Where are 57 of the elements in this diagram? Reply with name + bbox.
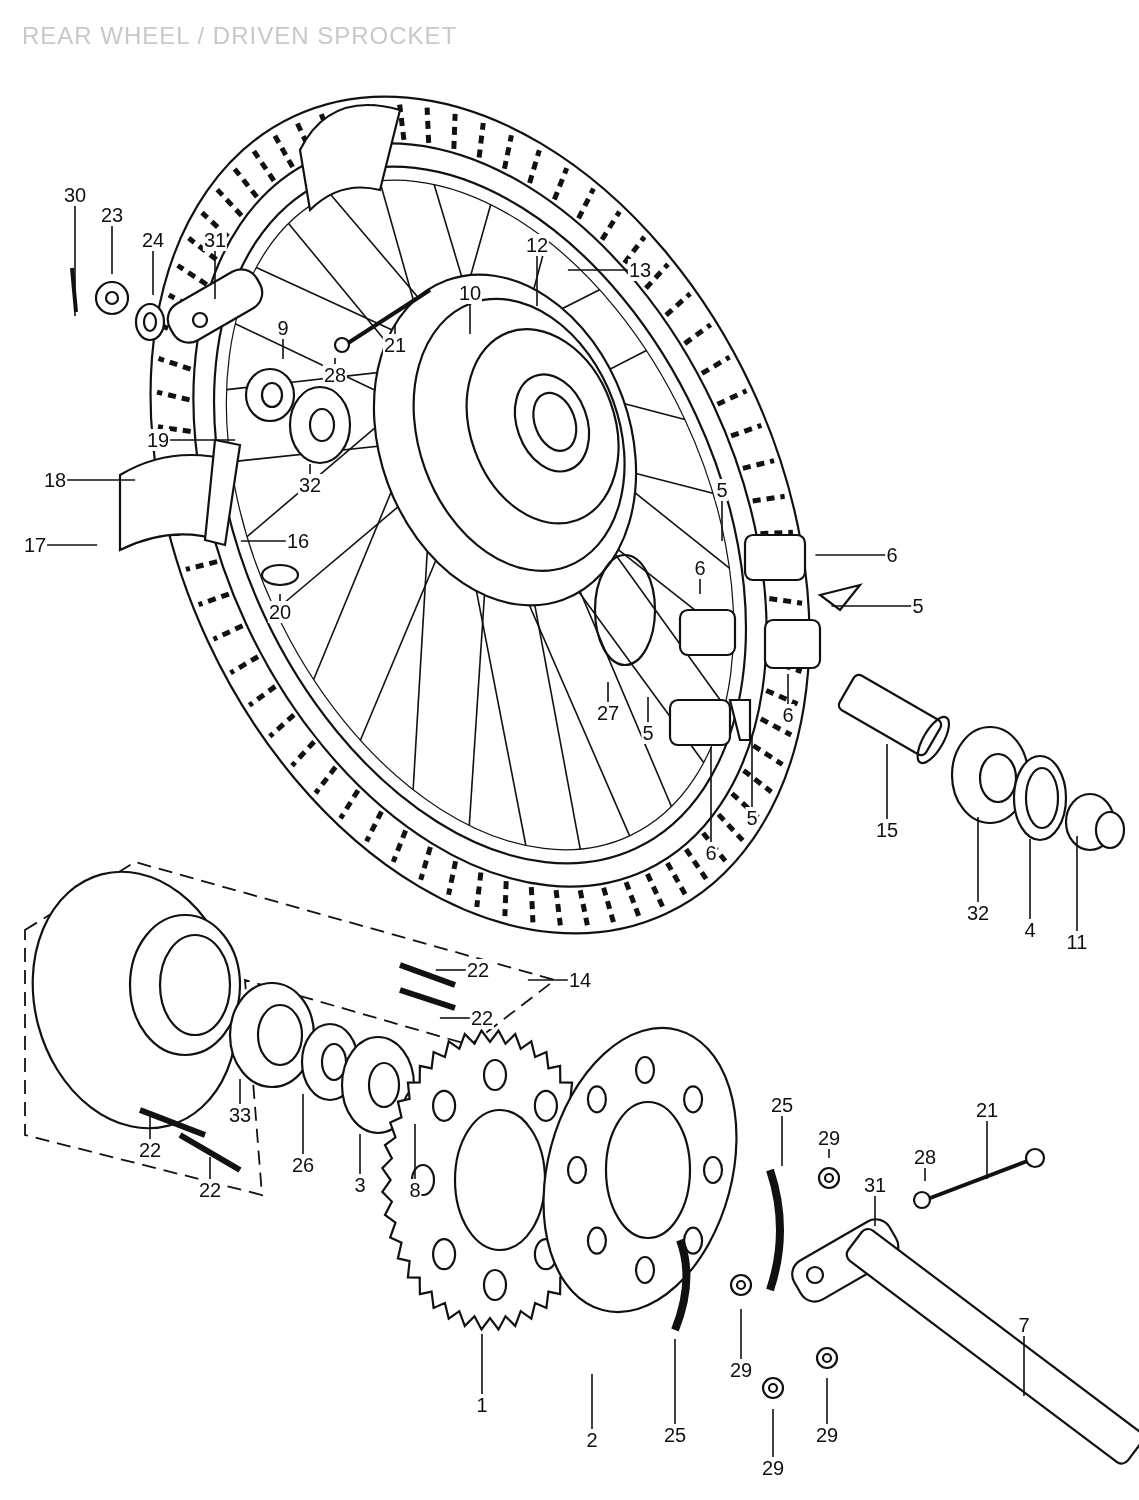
callout-number: 19	[145, 429, 171, 451]
leader-line	[469, 303, 471, 335]
callout-number: 21	[382, 334, 408, 356]
leader-line	[647, 696, 649, 723]
leader-line	[359, 1133, 361, 1175]
leader-line	[239, 1078, 241, 1105]
leader-line	[394, 323, 396, 335]
leader-line	[527, 979, 569, 981]
leader-line	[214, 250, 216, 300]
leader-line	[814, 554, 887, 556]
leader-line	[886, 743, 888, 820]
leader-line	[282, 338, 284, 360]
leader-line	[787, 673, 789, 705]
leader-line	[699, 578, 701, 595]
leader-line	[66, 479, 136, 481]
leader-line	[240, 540, 287, 542]
callout-number: 20	[267, 601, 293, 623]
leader-line	[751, 736, 753, 808]
callout-number: 31	[202, 229, 228, 251]
leader-line	[826, 1377, 828, 1425]
callout-number: 5	[715, 479, 729, 501]
leader-line	[536, 255, 538, 307]
leader-line	[740, 1308, 742, 1360]
leader-line	[1076, 835, 1078, 932]
leader-line	[414, 1123, 416, 1180]
callout-number: 13	[627, 259, 653, 281]
leader-line	[1029, 838, 1031, 920]
callout-number: 5	[745, 807, 759, 829]
leader-line	[781, 1115, 783, 1167]
leader-line	[874, 1195, 876, 1227]
leader-line	[710, 746, 712, 843]
leader-line	[721, 500, 723, 542]
leader-line	[1023, 1335, 1025, 1397]
leader-line	[986, 1120, 988, 1180]
leader-line	[279, 593, 281, 602]
leader-line	[772, 1408, 774, 1458]
leader-line	[828, 1148, 830, 1159]
callout-number: 12	[524, 234, 550, 256]
leader-line	[924, 1167, 926, 1182]
leader-line	[334, 357, 336, 365]
leader-line	[74, 205, 76, 317]
leader-line	[302, 1093, 304, 1155]
leader-line	[607, 681, 609, 703]
leader-line	[209, 1156, 211, 1180]
callout-number: 32	[297, 474, 323, 496]
leader-line	[439, 1017, 471, 1019]
leader-line	[830, 605, 913, 607]
leader-line	[977, 816, 979, 903]
leader-line	[481, 1333, 483, 1395]
leader-line	[111, 225, 113, 275]
leader-line	[309, 463, 311, 475]
leader-line	[591, 1373, 593, 1430]
leader-line	[674, 1338, 676, 1425]
leader-line	[46, 544, 98, 546]
leader-line	[435, 969, 467, 971]
leader-line	[169, 439, 236, 441]
leader-line	[152, 250, 154, 296]
